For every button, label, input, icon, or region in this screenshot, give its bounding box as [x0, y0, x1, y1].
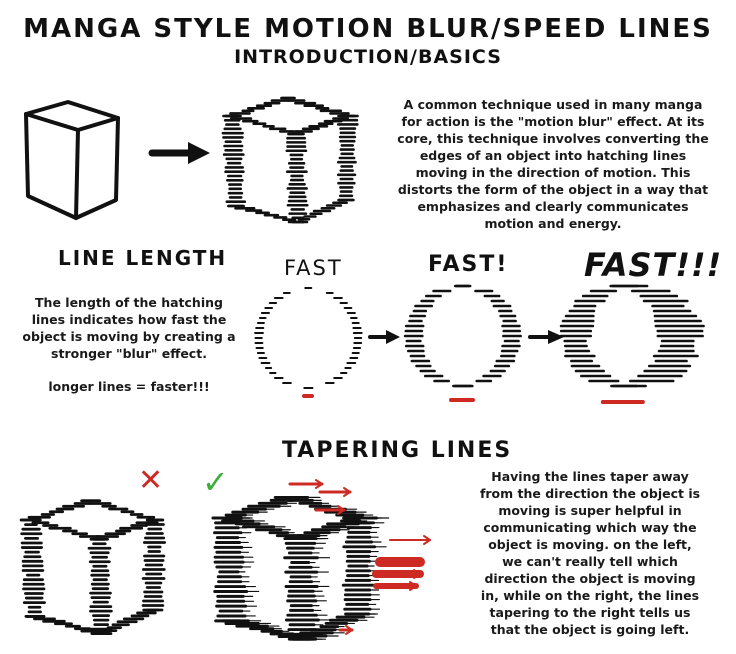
red-motion-arrows	[288, 479, 431, 635]
hatched-cube-tapered	[211, 495, 390, 641]
correct-check-icon: ✓	[202, 463, 229, 501]
fast-label-2: FAST!	[428, 252, 509, 277]
arrow-icon	[368, 330, 400, 344]
fast-label-1: FAST	[284, 256, 343, 280]
intro-paragraph: A common technique used in many manga fo…	[397, 97, 709, 231]
wrong-x-icon: ✕	[138, 463, 164, 498]
tapering-paragraph: Having the lines taper away from the dir…	[479, 469, 701, 637]
plain-cube-illustration	[24, 100, 120, 220]
tapering-lines-heading: TAPERING LINES	[282, 438, 513, 463]
hatched-circle-medium	[403, 284, 522, 402]
fast-label-3: FAST!!!	[584, 246, 723, 284]
hatched-cube-no-taper	[19, 499, 166, 635]
hatched-cube-illustration	[221, 96, 359, 224]
arrow-icon	[528, 330, 564, 344]
page-title: MANGA STYLE MOTION BLUR/SPEED LINES	[23, 14, 713, 44]
line-length-paragraph: The length of the hatching lines indicat…	[22, 295, 236, 361]
line-length-note: longer lines = faster!!!	[48, 379, 210, 394]
line-length-heading: LINE LENGTH	[58, 246, 228, 270]
page-subtitle: INTRODUCTION/BASICS	[234, 46, 502, 68]
right-arrow-icon	[148, 142, 210, 164]
hatched-circle-slow	[254, 287, 363, 398]
hatched-circle-fast	[559, 284, 705, 404]
